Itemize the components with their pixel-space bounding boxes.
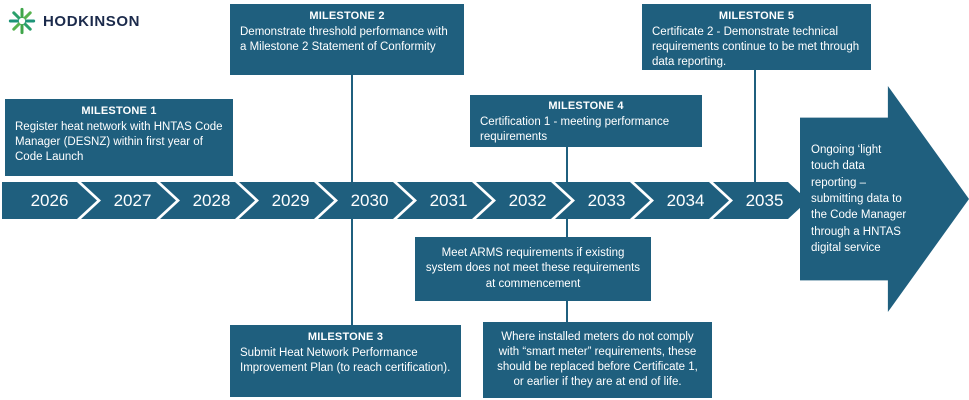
- year-label: 2033: [587, 190, 626, 210]
- year-chevron-2035: 2035: [713, 182, 808, 219]
- arms-requirements-note-box: Meet ARMS requirements if existing syste…: [415, 237, 651, 301]
- milestone-4-body: Certification 1 - meeting performance re…: [480, 116, 670, 144]
- logo-starburst-icon: [8, 7, 36, 35]
- milestone-4-title: MILESTONE 4: [548, 100, 624, 112]
- connector-2030-to-milestone-3: [351, 219, 353, 325]
- milestone-1-body: Register heat network with HNTAS Code Ma…: [15, 121, 223, 164]
- logo: HODKINSON: [8, 7, 140, 35]
- connector-milestone-2-to-2030: [351, 75, 353, 182]
- milestone-5-box: MILESTONE 5 Certificate 2 - Demonstrate …: [642, 4, 871, 70]
- milestone-4-box: MILESTONE 4 Certification 1 - meeting pe…: [470, 95, 702, 147]
- smart-meter-note-box: Where installed meters do not comply wit…: [483, 322, 712, 398]
- year-label: 2031: [429, 190, 468, 210]
- milestone-3-title: MILESTONE 3: [307, 331, 384, 343]
- connector-timeline-to-arms-note: [566, 219, 568, 237]
- ongoing-reporting-text: Ongoing ‘light touch data reporting – su…: [811, 143, 907, 254]
- year-label: 2026: [30, 190, 69, 210]
- connector-milestone-4-to-2033: [566, 147, 568, 182]
- milestone-3-box: MILESTONE 3 Submit Heat Network Performa…: [230, 325, 461, 397]
- milestone-2-box: MILESTONE 2 Demonstrate threshold perfor…: [230, 4, 464, 75]
- milestone-5-body: Certificate 2 - Demonstrate technical re…: [652, 26, 860, 69]
- milestone-3-body: Submit Heat Network Performance Improvem…: [240, 347, 451, 375]
- arms-requirements-note-text: Meet ARMS requirements if existing syste…: [425, 247, 641, 290]
- milestone-1-title: MILESTONE 1: [81, 105, 157, 117]
- year-label: 2029: [271, 190, 310, 210]
- milestone-2-title: MILESTONE 2: [309, 10, 385, 22]
- year-label: 2032: [508, 190, 547, 210]
- year-label: 2035: [745, 190, 784, 210]
- connector-milestone-5-to-2035: [754, 70, 756, 182]
- milestone-2-body: Demonstrate threshold performance with a…: [240, 26, 448, 54]
- year-label: 2027: [113, 190, 152, 210]
- milestone-5-title: MILESTONE 5: [718, 10, 795, 22]
- ongoing-reporting-arrow: Ongoing ‘light touch data reporting – su…: [800, 86, 969, 312]
- year-label: 2034: [666, 190, 705, 210]
- connector-arms-note-to-meter-note: [566, 301, 568, 322]
- year-label: 2030: [350, 190, 389, 210]
- milestone-1-box: MILESTONE 1 Register heat network with H…: [5, 99, 233, 176]
- year-label: 2028: [192, 190, 231, 210]
- year-chevron-2030: 2030: [318, 182, 413, 219]
- year-chevron-2026: 2026: [2, 182, 97, 219]
- smart-meter-note-text: Where installed meters do not comply wit…: [497, 330, 698, 389]
- logo-text: HODKINSON: [43, 12, 141, 30]
